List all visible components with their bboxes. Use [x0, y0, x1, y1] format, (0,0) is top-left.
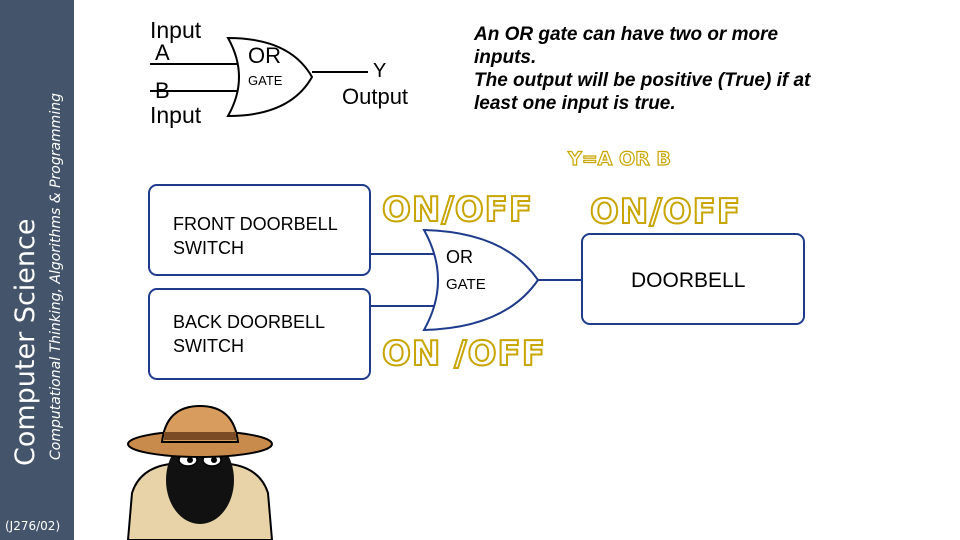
input-bottom-label: Input [150, 102, 202, 128]
spy-left-pupil [187, 457, 193, 463]
back-on-off-label: ON /OFF [381, 333, 546, 375]
doorbell-on-off-label: ON/OFF [589, 191, 742, 233]
top-gate-word: GATE [248, 73, 283, 88]
output-letter: Y [373, 60, 387, 82]
doorbell-label: DOORBELL [631, 269, 746, 292]
back-switch-label: BACK DOORBELL SWITCH [173, 312, 326, 356]
front-doorbell-switch-box: FRONT DOORBELL SWITCH [148, 184, 371, 276]
top-gate-name: OR [248, 43, 281, 68]
spy-hat-band [164, 432, 236, 440]
description-line-2: The output will be positive (True) if at… [474, 70, 811, 114]
description-line-1: An OR gate can have two or more inputs. [474, 24, 779, 68]
front-switch-label: FRONT DOORBELL SWITCH [173, 214, 338, 258]
bottom-or-gate-symbol [422, 228, 540, 332]
bottom-gate-name: OR [446, 247, 473, 267]
input-a-label: A [155, 40, 170, 65]
front-on-off-label: ON/OFF [381, 189, 534, 231]
sidebar: Computer Science Computational Thinking,… [0, 0, 74, 540]
output-label: Output [342, 84, 409, 109]
bottom-gate-word: GATE [446, 276, 486, 293]
top-or-gate-diagram [150, 36, 368, 118]
spy-right-pupil [211, 457, 217, 463]
back-doorbell-switch-box: BACK DOORBELL SWITCH [148, 288, 371, 380]
or-gate-description: An OR gate can have two or more inputs. … [474, 23, 834, 115]
or-gate-symbol [226, 36, 314, 118]
input-b-label: B [155, 78, 170, 103]
input-top-label: Input [150, 17, 202, 43]
boolean-formula: Y=A OR B [567, 147, 671, 170]
paper-code: (J276/02) [5, 519, 61, 533]
doorbell-box: DOORBELL [581, 233, 805, 325]
spy-illustration [126, 404, 274, 540]
